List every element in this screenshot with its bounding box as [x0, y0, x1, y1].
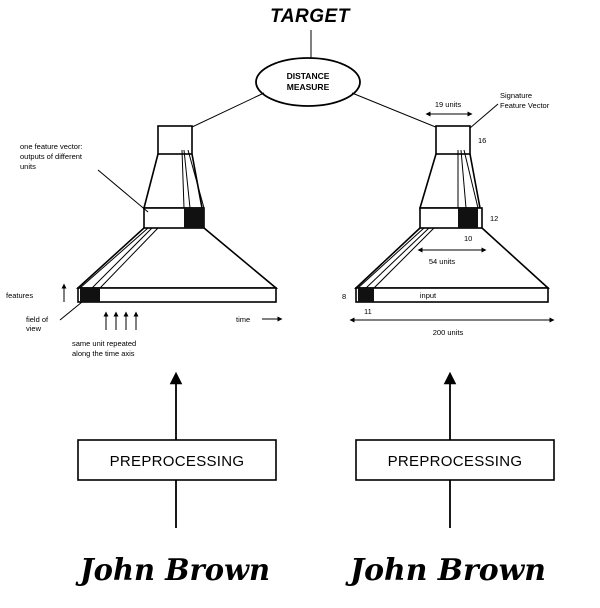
units-19-label: 19 units	[435, 100, 462, 109]
target-label: TARGET	[270, 6, 351, 27]
input-label: input	[420, 291, 437, 300]
same-unit-note-1: same unit repeated	[72, 339, 136, 348]
num-8-label: 8	[342, 292, 346, 301]
num-10-label: 10	[464, 234, 472, 243]
right-hidden-unit-block	[458, 208, 478, 228]
units-200-label: 200 units	[433, 328, 464, 337]
right-signature: John Brown	[345, 553, 546, 588]
right-output-box	[435, 125, 471, 155]
distance-measure-label-1: DISTANCE	[287, 71, 330, 81]
left-field-of-view	[80, 288, 100, 302]
left-output-box	[157, 125, 193, 155]
field-of-view-label-1: field of	[26, 315, 49, 324]
same-unit-note-2: along the time axis	[72, 349, 135, 358]
left-hidden-unit-block	[184, 208, 204, 228]
right-preprocessing-box	[355, 439, 555, 481]
left-preprocessing-box	[77, 439, 277, 481]
num-16-label: 16	[478, 136, 486, 145]
features-label: features	[6, 291, 33, 300]
left-feature-vector-note-1: one feature vector:	[20, 142, 83, 151]
signature-feature-vector-label-2: Feature Vector	[500, 101, 550, 110]
right-preprocessing-label: PREPROCESSING	[388, 453, 523, 470]
time-label: time	[236, 315, 250, 324]
units-54-label: 54 units	[429, 257, 456, 266]
left-network: one feature vector: outputs of different…	[6, 125, 283, 588]
left-signature: John Brown	[75, 553, 270, 588]
distance-measure-node	[255, 57, 361, 107]
distance-measure-label-2: MEASURE	[287, 82, 330, 92]
right-network: 19 units Signature Feature Vector 16 12 …	[342, 91, 555, 588]
signature-feature-vector-label-1: Signature	[500, 91, 532, 100]
left-feature-vector-note-2: outputs of different	[20, 152, 83, 161]
left-feature-vector-note-3: units	[20, 162, 36, 171]
left-input-layer	[77, 287, 277, 303]
num-12-label: 12	[490, 214, 498, 223]
right-field-of-view	[358, 288, 374, 302]
num-11-label: 11	[364, 307, 372, 316]
field-of-view-label-2: view	[26, 324, 42, 333]
left-preprocessing-label: PREPROCESSING	[110, 453, 245, 470]
right-input-layer	[355, 287, 549, 303]
